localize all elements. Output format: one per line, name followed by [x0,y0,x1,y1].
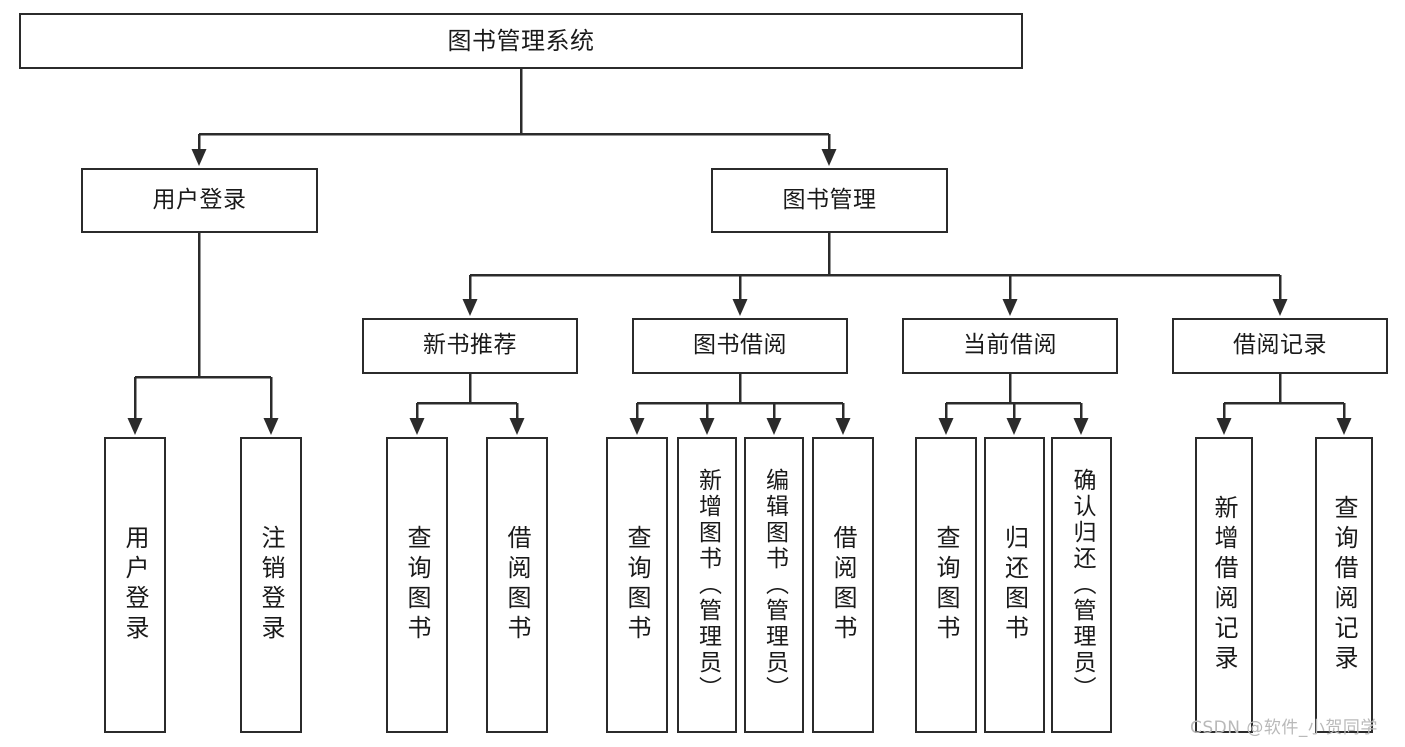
node-leaf-query-book-2-label: 查询图书 [623,525,651,645]
node-current-borrow-label: 当前借阅 [963,332,1057,359]
node-leaf-borrow-book-2-label: 借阅图书 [829,525,857,645]
node-leaf-borrow-book-2[interactable]: 借阅图书 [812,437,874,733]
node-root[interactable]: 图书管理系统 [19,13,1023,69]
node-leaf-user-login[interactable]: 用户登录 [104,437,166,733]
node-user-login-label: 用户登录 [152,186,247,213]
node-leaf-edit-book-admin[interactable]: 编辑图书（管理员） [744,437,804,733]
node-borrow-record-label: 借阅记录 [1233,332,1327,359]
node-leaf-query-book-2[interactable]: 查询图书 [606,437,668,733]
node-leaf-query-borrow-record-label: 查询借阅记录 [1330,495,1358,675]
csdn-watermark: CSDN @软件_小贺同学 [1190,718,1378,738]
node-leaf-borrow-book-1-label: 借阅图书 [503,525,531,645]
node-leaf-confirm-return-admin-label: 确认归还（管理员） [1069,468,1095,702]
node-leaf-query-book-3-label: 查询图书 [932,525,960,645]
node-leaf-logout-login[interactable]: 注销登录 [240,437,302,733]
node-leaf-logout-login-label: 注销登录 [257,525,285,645]
node-leaf-user-login-label: 用户登录 [121,525,149,645]
node-leaf-query-book-1-label: 查询图书 [403,525,431,645]
node-new-book-recommend[interactable]: 新书推荐 [362,318,578,374]
node-leaf-return-book-label: 归还图书 [1000,525,1029,645]
node-leaf-confirm-return-admin[interactable]: 确认归还（管理员） [1051,437,1112,733]
node-user-login[interactable]: 用户登录 [81,168,318,233]
node-book-manage-label: 图书管理 [782,186,877,213]
node-book-manage[interactable]: 图书管理 [711,168,948,233]
node-leaf-borrow-book-1[interactable]: 借阅图书 [486,437,548,733]
node-leaf-add-borrow-record-label: 新增借阅记录 [1210,495,1238,675]
node-borrow-record[interactable]: 借阅记录 [1172,318,1388,374]
node-book-borrow-label: 图书借阅 [693,332,787,359]
node-new-book-recommend-label: 新书推荐 [423,332,517,359]
node-leaf-return-book[interactable]: 归还图书 [984,437,1045,733]
node-book-borrow[interactable]: 图书借阅 [632,318,848,374]
node-leaf-query-book-3[interactable]: 查询图书 [915,437,977,733]
node-leaf-query-book-1[interactable]: 查询图书 [386,437,448,733]
node-current-borrow[interactable]: 当前借阅 [902,318,1118,374]
node-root-label: 图书管理系统 [447,26,595,55]
node-leaf-edit-book-admin-label: 编辑图书（管理员） [761,468,788,702]
node-leaf-add-book-admin[interactable]: 新增图书（管理员） [677,437,737,733]
node-leaf-add-book-admin-label: 新增图书（管理员） [694,468,721,702]
node-leaf-query-borrow-record[interactable]: 查询借阅记录 [1315,437,1373,733]
node-leaf-add-borrow-record[interactable]: 新增借阅记录 [1195,437,1253,733]
